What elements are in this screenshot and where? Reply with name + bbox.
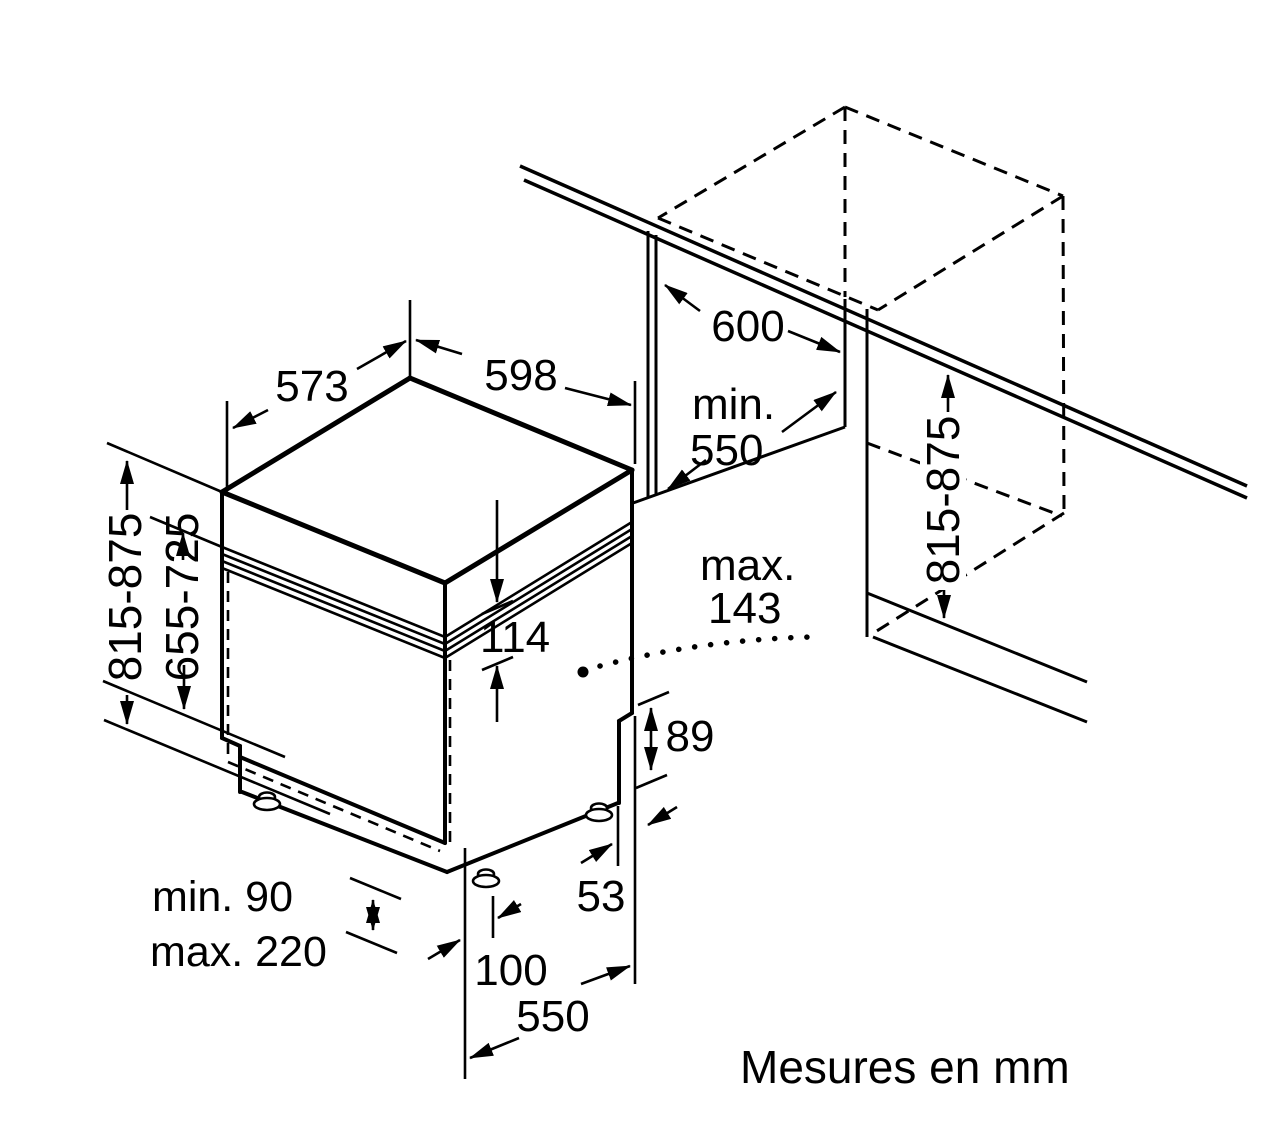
dim-label-655-725: 655-725 (156, 513, 208, 682)
foot-front-right (471, 868, 501, 889)
units-note: Mesures en mm (740, 1041, 1070, 1093)
dim-label-598: 598 (484, 351, 557, 400)
dim-label-min-550: 550 (690, 426, 763, 475)
dim-label-550-bottom: 550 (516, 992, 589, 1041)
niche-walls (632, 231, 1088, 724)
dim-label-815-875-right: 815-875 (917, 416, 969, 585)
dim-label-100: 100 (474, 946, 547, 995)
foot-front-left (252, 791, 282, 812)
dishwasher-top-face (219, 375, 635, 586)
worktop (519, 164, 1248, 500)
dimension-lines (102, 283, 955, 1079)
label-halo (920, 412, 966, 590)
dishwasher-outline (220, 468, 634, 874)
dim-label-max-220: max. 220 (150, 928, 327, 976)
control-panel-strip (221, 520, 633, 660)
dim-label-89: 89 (666, 712, 715, 761)
ext-line-bottom-inner (102, 679, 286, 759)
dim-label-53: 53 (577, 872, 626, 921)
furniture-door-dashed (226, 572, 452, 853)
dim-label-573: 573 (275, 362, 348, 411)
dim-label-600: 600 (711, 302, 784, 351)
dim-label-max-word: max. (700, 541, 795, 590)
dim-label-min-90: min. 90 (152, 873, 293, 921)
foot-rear-right (584, 802, 614, 823)
dim-label-815-875-left: 815-875 (99, 513, 151, 682)
dim-label-114: 114 (480, 613, 550, 662)
ext-line-bottom-outer (103, 718, 331, 816)
ext-line-top-outer (106, 441, 223, 494)
dim-label-min-word: min. (692, 380, 775, 429)
dim-label-143: 143 (708, 584, 781, 633)
max-143-leader (577, 634, 813, 678)
adjustable-feet (252, 791, 614, 889)
